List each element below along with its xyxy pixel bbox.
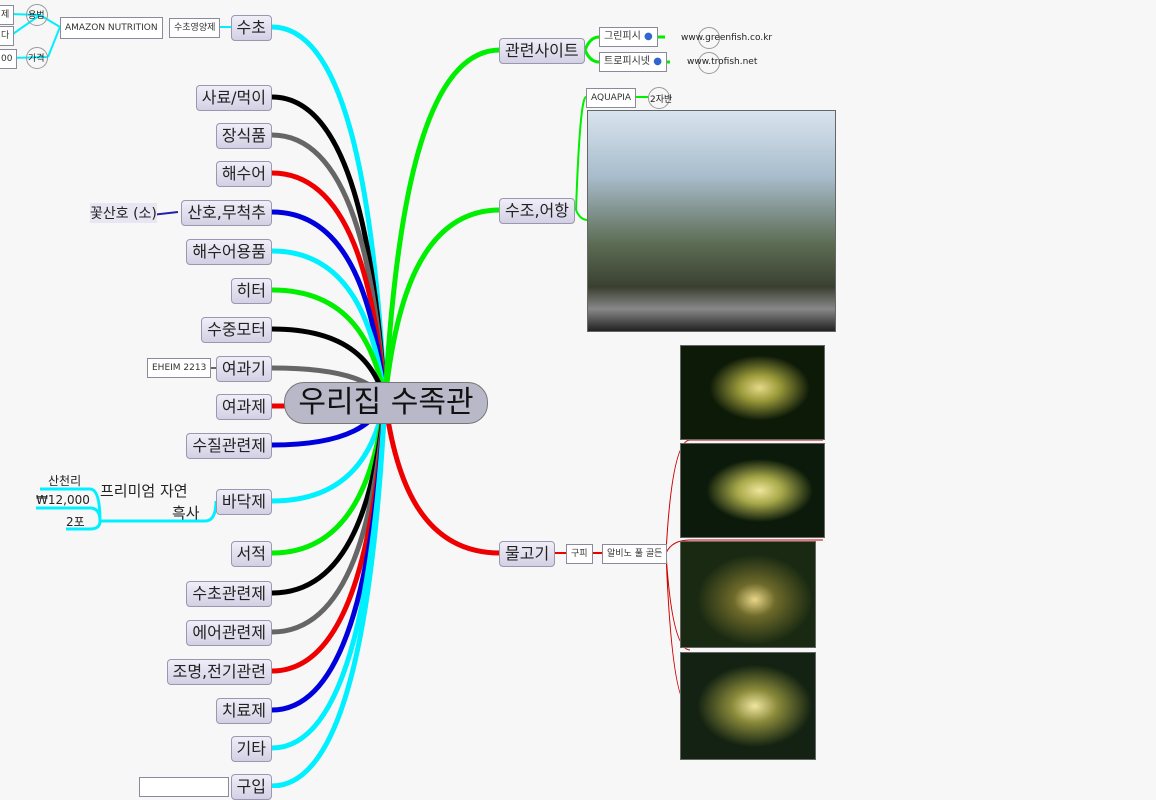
site-trofish[interactable]: 트로피시넷 ● <box>599 52 667 72</box>
substrate-name2: 흑사 <box>172 504 200 522</box>
fish-variety[interactable]: 알비노 풀 골든 <box>602 544 668 564</box>
price-node[interactable]: 가격 <box>28 54 45 64</box>
branch-node[interactable]: 장식품 <box>215 123 272 149</box>
branch-node[interactable]: 해수어 <box>215 161 272 187</box>
usage-node[interactable]: 용법 <box>28 11 45 21</box>
branch-line <box>271 399 388 788</box>
branch-node[interactable]: 에어관련제 <box>186 620 272 646</box>
url-greenfish[interactable]: www.greenfish.co.kr <box>681 33 773 43</box>
tank-brand[interactable]: AQUAPIA <box>586 88 637 108</box>
globe-icon: ● <box>644 31 653 42</box>
branch-tank[interactable]: 수조,어항 <box>499 198 575 224</box>
amazon-nutrition-node[interactable]: AMAZON NUTRITION <box>60 17 163 39</box>
branch-line <box>271 94 388 401</box>
branch-node[interactable]: 수질관련제 <box>186 433 272 459</box>
branch-node[interactable]: 기타 <box>230 736 272 762</box>
sucho-nutrient-node[interactable]: 수초영양제 <box>169 18 221 38</box>
tank-photo <box>587 110 836 332</box>
guppy-photo-1 <box>680 345 825 440</box>
eheim-node[interactable]: EHEIM 2213 <box>147 358 212 378</box>
guppy-photo-4 <box>680 652 816 760</box>
purchase-child-node[interactable] <box>139 777 229 797</box>
guppy-photo-2 <box>680 443 825 538</box>
substrate-price[interactable]: ₩12,000 <box>36 493 90 507</box>
branch-node[interactable]: 사료/먹이 <box>195 85 272 111</box>
url-trofish[interactable]: www.trofish.net <box>687 57 758 67</box>
branch-sites[interactable]: 관련사이트 <box>499 38 585 64</box>
fish-type[interactable]: 구피 <box>566 544 593 564</box>
branch-node[interactable]: 수초 <box>230 15 272 41</box>
cut-node[interactable]: 다 <box>0 26 15 46</box>
tank-size[interactable]: 2자반 <box>650 95 673 105</box>
globe-icon: ● <box>653 56 662 67</box>
substrate-brand[interactable]: 산천리 <box>48 474 82 488</box>
branch-node[interactable]: 서적 <box>230 541 272 567</box>
branch-line <box>382 47 501 401</box>
cut-node[interactable]: 00 <box>0 49 18 69</box>
branch-node[interactable]: 구입 <box>230 774 272 800</box>
branch-node[interactable]: 히터 <box>230 278 272 304</box>
central-topic[interactable]: 우리집 수족관 <box>284 382 488 424</box>
branch-line <box>382 207 501 401</box>
cut-node[interactable]: 제 <box>0 5 15 25</box>
branch-fish[interactable]: 물고기 <box>499 541 556 567</box>
substrate-qty[interactable]: 2포 <box>66 515 85 529</box>
branch-line <box>271 287 388 401</box>
branch-node[interactable]: 조명,전기관련 <box>166 659 272 685</box>
branch-line <box>382 399 501 556</box>
branch-node[interactable]: 바닥제 <box>215 489 272 515</box>
branch-node[interactable]: 수초관련제 <box>186 581 272 607</box>
branch-node[interactable]: 여과제 <box>215 394 272 420</box>
guppy-photo-3 <box>680 541 816 648</box>
coral-child-node[interactable]: 꽃산호 (소) <box>90 203 157 223</box>
branch-node[interactable]: 여과기 <box>215 356 272 382</box>
site-greenfish[interactable]: 그린피시 ● <box>599 27 658 47</box>
branch-node[interactable]: 산호,무척추 <box>181 200 272 226</box>
substrate-name[interactable]: 프리미엄 자연 <box>100 482 188 500</box>
branch-node[interactable]: 치료제 <box>215 698 272 724</box>
branch-node[interactable]: 해수어용품 <box>186 239 272 265</box>
branch-node[interactable]: 수중모터 <box>201 317 272 343</box>
